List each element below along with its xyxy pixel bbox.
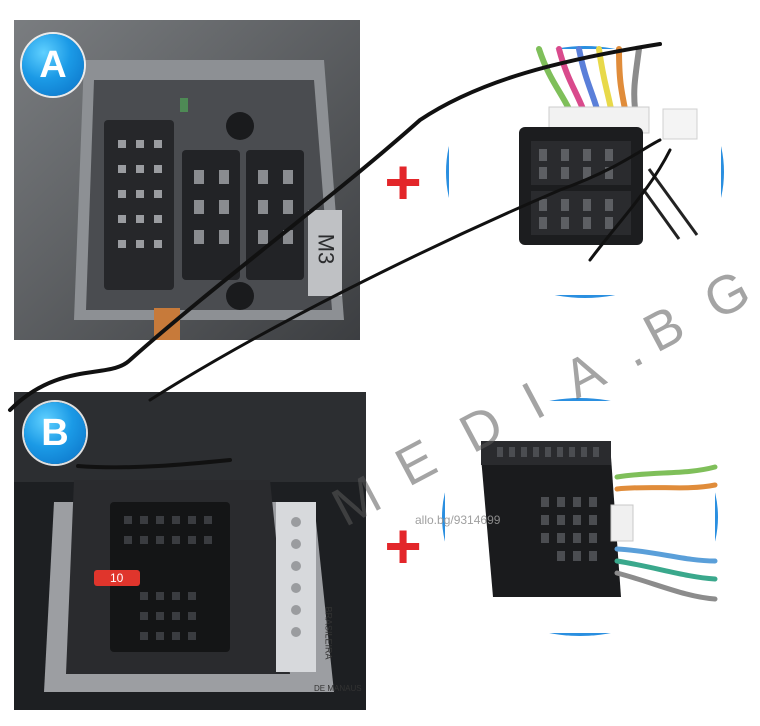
watermark-letter-e: E [386, 428, 447, 498]
panel-b-country-text: BRASILEIRA [323, 606, 334, 660]
variant-b-badge: B [24, 402, 86, 464]
plus-sign-top: + [384, 146, 422, 218]
variant-a-badge: A [22, 34, 84, 96]
seller-id-text: allo.bg/9314699 [415, 513, 501, 527]
connector-marking: M3 [313, 233, 339, 265]
quadlock-harness-plug-photo: allo.bg/9314699 [415, 398, 718, 636]
car-connector-b-photo: 10 BRASILEIRA DE MANAUS [14, 392, 366, 710]
fuse-label: 10 [110, 571, 124, 585]
plus-sign-bottom: + [384, 510, 422, 582]
iso-harness-plug-photo [446, 46, 724, 298]
panel-b-city-text: DE MANAUS [314, 684, 362, 693]
